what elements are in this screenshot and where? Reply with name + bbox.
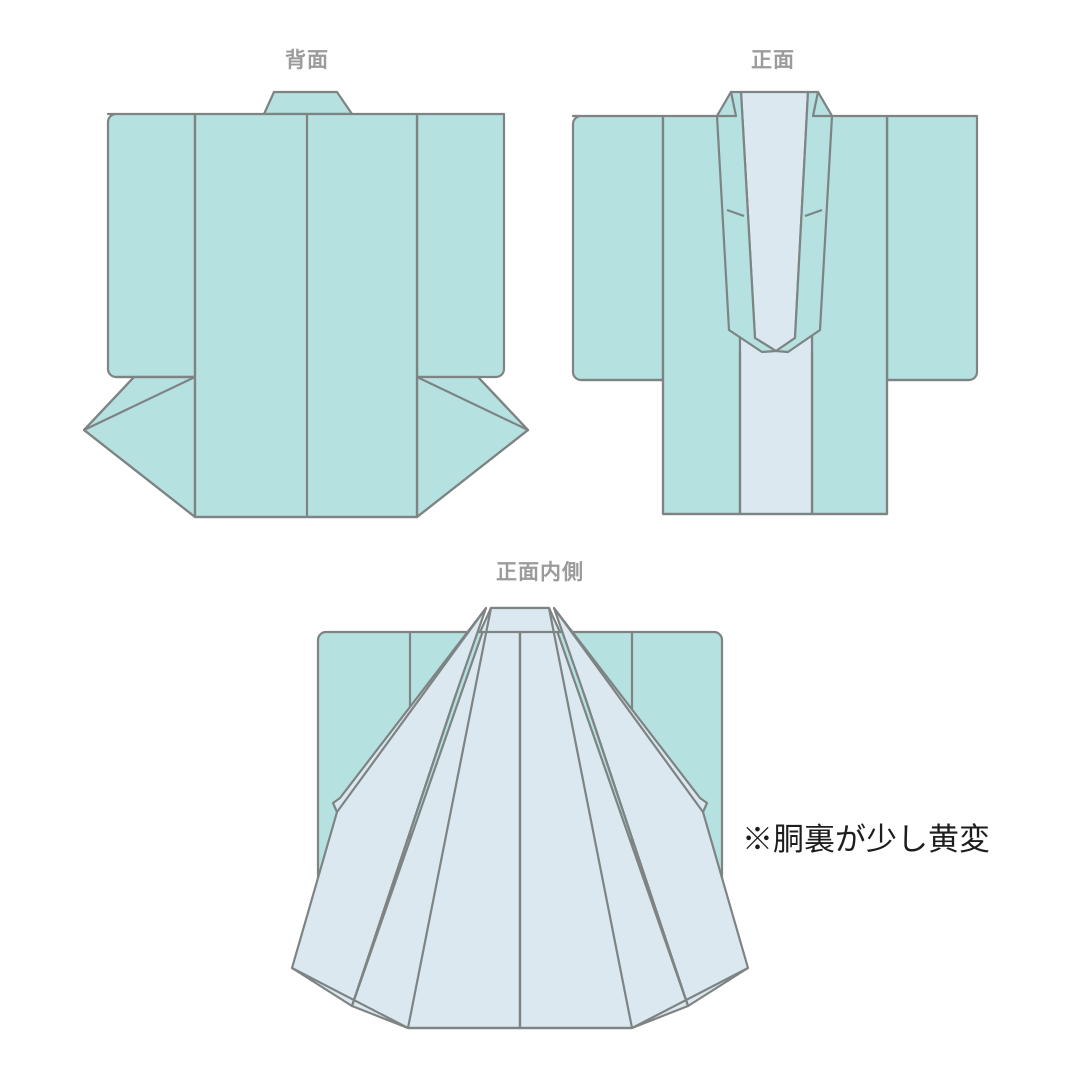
front-right-collar-shoulder	[811, 90, 834, 118]
kimono-front-view	[571, 90, 979, 516]
back-right-sleeve	[415, 112, 506, 379]
back-collar-patch	[262, 90, 354, 116]
inner-left-fold-outer	[336, 607, 487, 813]
inner-right-fold-outer	[553, 607, 704, 813]
back-hem-edge-right	[416, 429, 529, 518]
front-left-collar-crease	[726, 208, 745, 218]
inner-right-fold-inner	[582, 693, 690, 1007]
view-label-inner: 正面内側	[496, 561, 584, 584]
inner-left-panel-edge	[406, 607, 493, 1029]
back-left-sleeve	[106, 112, 197, 379]
back-hem-seam-right	[477, 376, 529, 431]
front-right-sleeve	[885, 114, 979, 382]
back-hem-seam-left	[83, 376, 135, 431]
view-label-back: 背面	[285, 49, 329, 72]
front-right-collar-crease	[804, 208, 823, 218]
kimono-back-view	[82, 90, 530, 519]
front-left-sleeve	[571, 114, 665, 382]
front-left-collar-band	[715, 90, 778, 354]
front-left-collar-shoulder	[715, 90, 738, 118]
kimono-inner-front-view	[290, 606, 750, 1030]
inner-hem-left-diagonal	[291, 967, 409, 1029]
inner-left-fold-inner	[350, 693, 458, 1007]
inner-right-panel-edge	[547, 607, 634, 1029]
inner-collar-patch	[478, 606, 562, 634]
inner-hem-right-diagonal	[631, 967, 749, 1029]
view-label-front: 正面	[751, 49, 795, 72]
condition-note: ※胴裏が少し黄変	[742, 822, 990, 857]
back-hem-edge-left	[83, 429, 196, 518]
